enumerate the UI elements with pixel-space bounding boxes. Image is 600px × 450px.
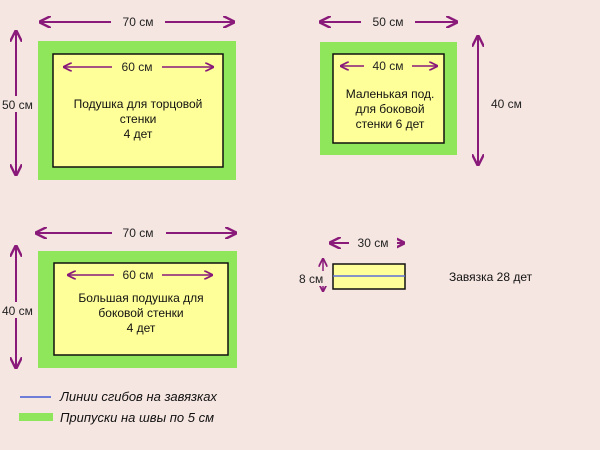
large-side-title-line-3: 4 дет bbox=[127, 321, 156, 335]
tie-height-label: 8 см bbox=[299, 272, 323, 286]
large-side-pattern: 70 см 40 см 60 см Большая подушка для бо… bbox=[1, 225, 237, 368]
small-side-pattern: 50 см 40 см 40 см Маленькая под. для бок… bbox=[320, 14, 529, 165]
large-side-title-line-1: Большая подушка для bbox=[78, 291, 203, 305]
large-side-outer-width-label: 70 см bbox=[123, 226, 154, 240]
small-side-title-line-1: Маленькая под. bbox=[346, 87, 435, 101]
small-side-title-line-3: стенки 6 дет bbox=[356, 117, 425, 131]
end-wall-title-line-3: 4 дет bbox=[124, 127, 153, 141]
large-side-outer-height-label: 40 см bbox=[2, 304, 33, 318]
end-wall-title-line-1: Подушка для торцовой bbox=[74, 97, 203, 111]
small-side-outer-height-label: 40 см bbox=[491, 97, 522, 111]
legend-fold-line-text: Линии сгибов на завязках bbox=[59, 389, 217, 404]
end-wall-outer-height-label: 50 см bbox=[2, 98, 33, 112]
tie-width-label: 30 см bbox=[358, 236, 389, 250]
tie-label: Завязка 28 дет bbox=[449, 270, 533, 284]
large-side-title-line-2: боковой стенки bbox=[98, 306, 183, 320]
end-wall-outer-width-label: 70 см bbox=[123, 15, 154, 29]
end-wall-pattern: 70 см 50 см 60 см Подушка для торцовой с… bbox=[1, 14, 236, 180]
end-wall-title-line-2: стенки bbox=[120, 112, 157, 126]
small-side-inner-width-label: 40 см bbox=[373, 59, 404, 73]
legend-seam-allowance-text: Припуски на швы по 5 см bbox=[60, 410, 214, 425]
tie-pattern: 30 см 8 см Завязка 28 дет bbox=[297, 235, 533, 291]
legend: Линии сгибов на завязках Припуски на швы… bbox=[19, 389, 217, 425]
small-side-outer-width-label: 50 см bbox=[373, 15, 404, 29]
small-side-title-line-2: для боковой bbox=[355, 102, 424, 116]
end-wall-inner-width-label: 60 см bbox=[122, 60, 153, 74]
legend-seam-allowance-swatch bbox=[19, 413, 53, 421]
large-side-inner-width-label: 60 см bbox=[123, 268, 154, 282]
